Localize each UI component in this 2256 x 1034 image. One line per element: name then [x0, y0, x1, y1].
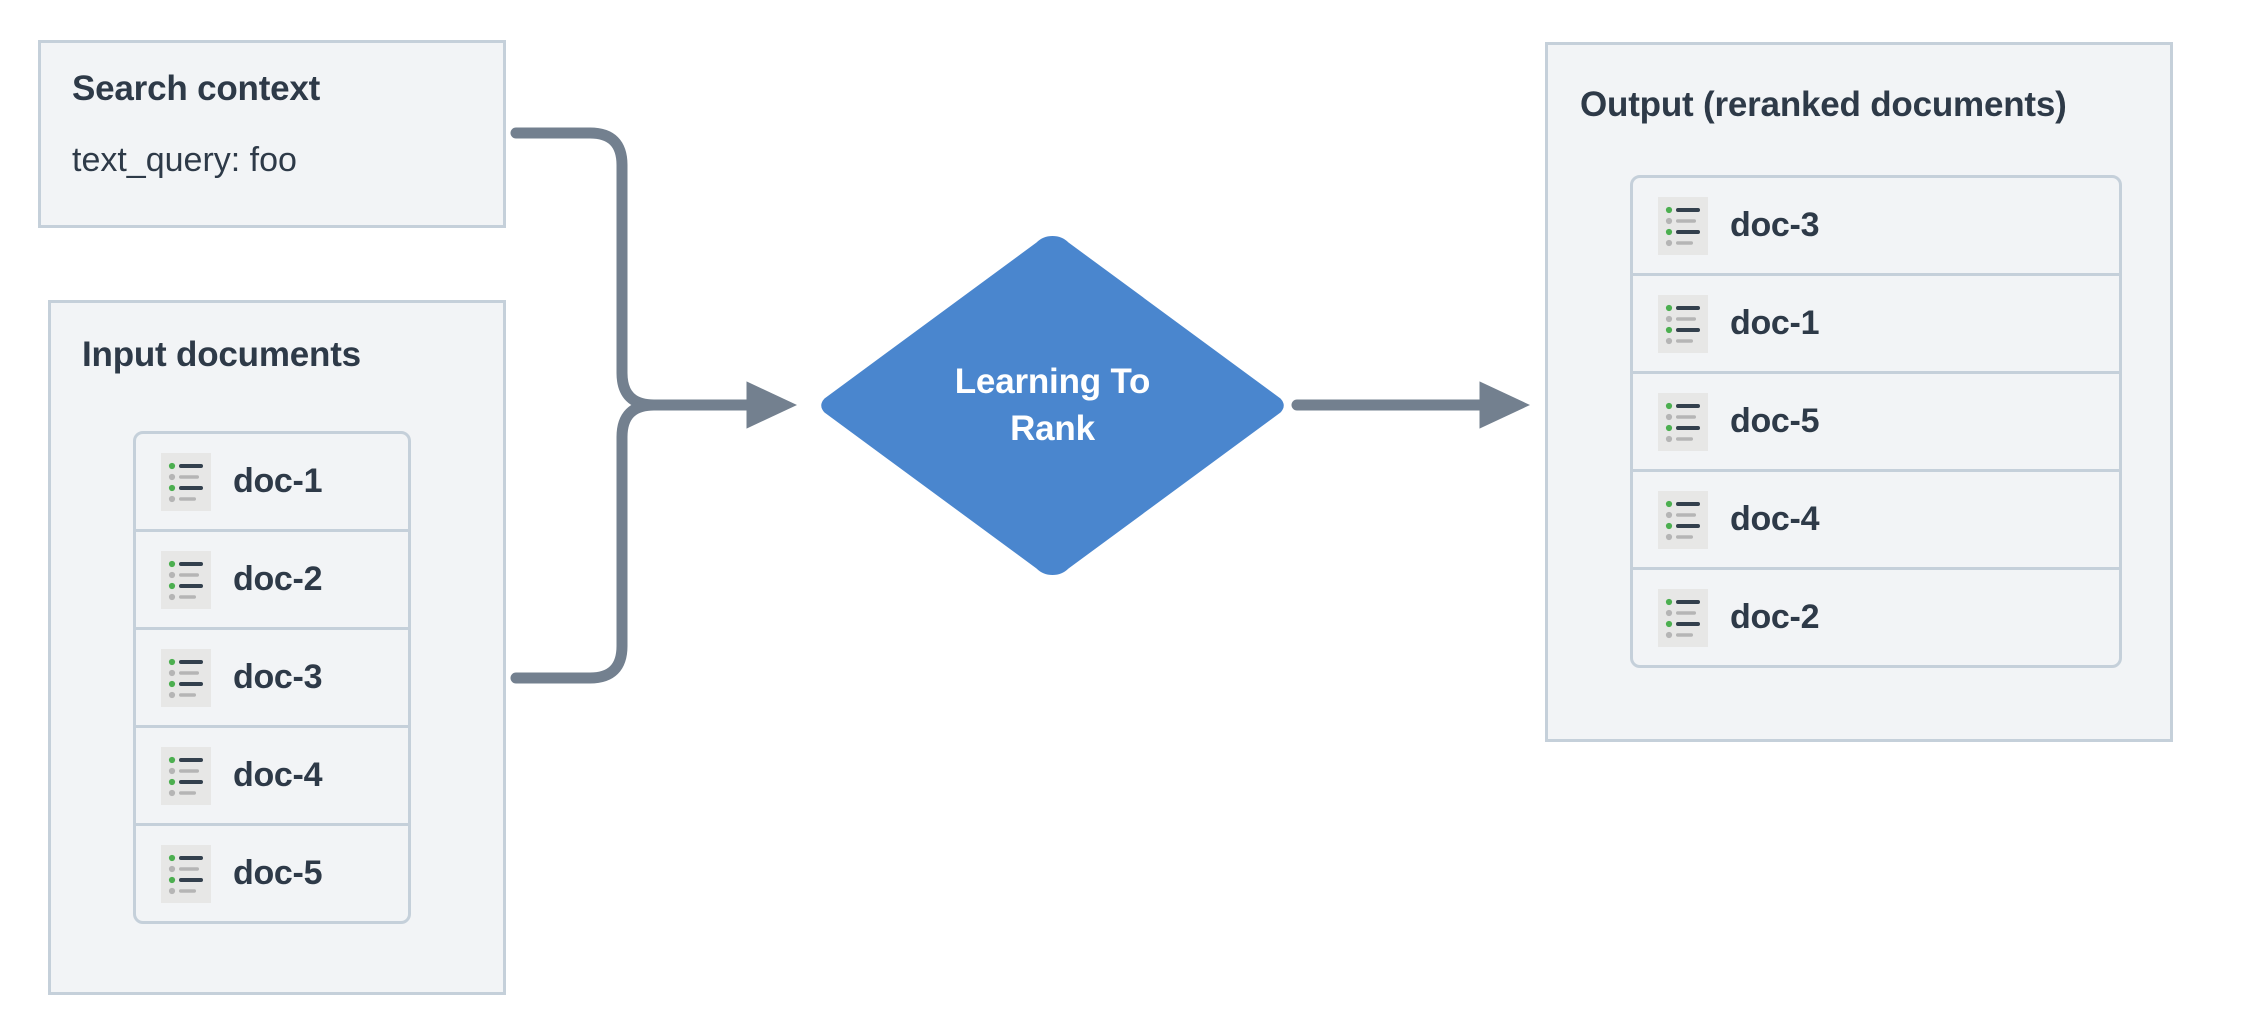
- document-list-icon: [1658, 294, 1708, 353]
- document-list-icon: [161, 746, 211, 805]
- document-label: doc-2: [233, 560, 323, 598]
- document-label: doc-3: [233, 658, 323, 696]
- output-document-row[interactable]: doc-4: [1630, 469, 2122, 570]
- output-documents-list: doc-3 doc-1 doc-5 doc-4 doc-2: [1630, 175, 2122, 668]
- document-label: doc-5: [1730, 402, 1820, 440]
- search-context-title: Search context: [72, 69, 321, 108]
- document-label: doc-1: [1730, 304, 1820, 342]
- learning-to-rank-node[interactable]: Learning To Rank: [810, 228, 1295, 583]
- document-list-icon: [1658, 490, 1708, 549]
- output-document-row[interactable]: doc-2: [1630, 567, 2122, 668]
- document-list-icon: [1658, 196, 1708, 255]
- search-context-panel: Search context text_query: foo: [38, 40, 506, 228]
- document-list-icon: [161, 550, 211, 609]
- input-documents-title: Input documents: [82, 335, 361, 374]
- output-documents-title: Output (reranked documents): [1580, 85, 2067, 124]
- output-document-row[interactable]: doc-1: [1630, 273, 2122, 374]
- output-document-row[interactable]: doc-5: [1630, 371, 2122, 472]
- input-documents-list: doc-1 doc-2 doc-3 doc-4 doc-5: [133, 431, 411, 924]
- document-list-icon: [161, 452, 211, 511]
- document-label: doc-4: [233, 756, 323, 794]
- connector-input-documents-to-process: [510, 399, 706, 684]
- input-document-row[interactable]: doc-5: [133, 823, 411, 924]
- diamond-shape: [821, 236, 1284, 575]
- document-label: doc-4: [1730, 500, 1820, 538]
- connector-search-context-to-process: [510, 127, 706, 411]
- document-list-icon: [161, 648, 211, 707]
- search-context-text-query: text_query: foo: [72, 141, 297, 179]
- document-label: doc-1: [233, 462, 323, 500]
- document-list-icon: [161, 844, 211, 903]
- output-document-row[interactable]: doc-3: [1630, 175, 2122, 276]
- document-label: doc-5: [233, 854, 323, 892]
- document-list-icon: [1658, 392, 1708, 451]
- document-label: doc-2: [1730, 598, 1820, 636]
- document-list-icon: [1658, 588, 1708, 647]
- input-document-row[interactable]: doc-1: [133, 431, 411, 532]
- input-document-row[interactable]: doc-4: [133, 725, 411, 826]
- document-label: doc-3: [1730, 206, 1820, 244]
- input-document-row[interactable]: doc-2: [133, 529, 411, 630]
- input-document-row[interactable]: doc-3: [133, 627, 411, 728]
